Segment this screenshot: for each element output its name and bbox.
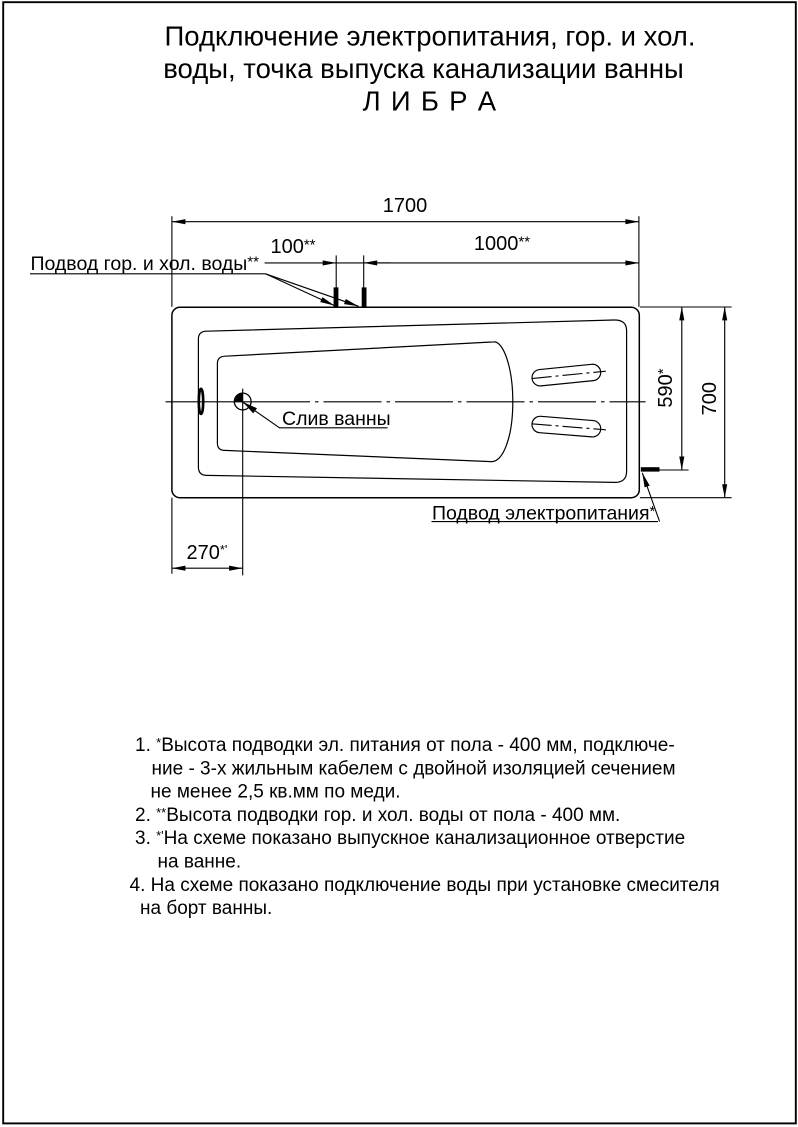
svg-text:1700: 1700 [383, 195, 428, 217]
svg-text:ние - 3-х жильным кабелем с дв: ние - 3-х жильным кабелем с двойной изол… [152, 758, 676, 779]
svg-text:1000**: 1000** [474, 233, 530, 255]
svg-text:Л И Б Р А: Л И Б Р А [363, 86, 498, 117]
svg-text:700: 700 [699, 382, 721, 415]
svg-text:на борт ванны.: на борт ванны. [140, 898, 272, 919]
svg-text:270*': 270*' [187, 542, 228, 564]
svg-text:590*: 590* [655, 368, 677, 407]
svg-text:Подвод электропитания*: Подвод электропитания* [432, 503, 656, 525]
svg-text:не менее 2,5 кв.мм по меди.: не менее 2,5 кв.мм по меди. [151, 782, 401, 803]
svg-text:4. На схеме показано подключен: 4. На схеме показано подключение воды пр… [130, 875, 720, 896]
svg-text:воды, точка выпуска канализаци: воды, точка выпуска канализации ванны [163, 53, 684, 84]
svg-text:2. **Высота подводки гор. и хо: 2. **Высота подводки гор. и хол. воды от… [135, 805, 620, 826]
svg-text:Подключение электропитания, го: Подключение электропитания, гор. и хол. [165, 21, 696, 52]
svg-text:1. *Высота подводки эл. питани: 1. *Высота подводки эл. питания от пола … [135, 735, 675, 756]
svg-text:на ванне.: на ванне. [158, 852, 242, 873]
svg-text:100**: 100** [270, 236, 315, 258]
svg-text:3. *'На схеме показано выпускн: 3. *'На схеме показано выпускное канализ… [135, 828, 685, 849]
svg-text:Подвод гор. и хол. воды**: Подвод гор. и хол. воды** [31, 253, 260, 275]
svg-text:Слив ванны: Слив ванны [282, 408, 391, 430]
